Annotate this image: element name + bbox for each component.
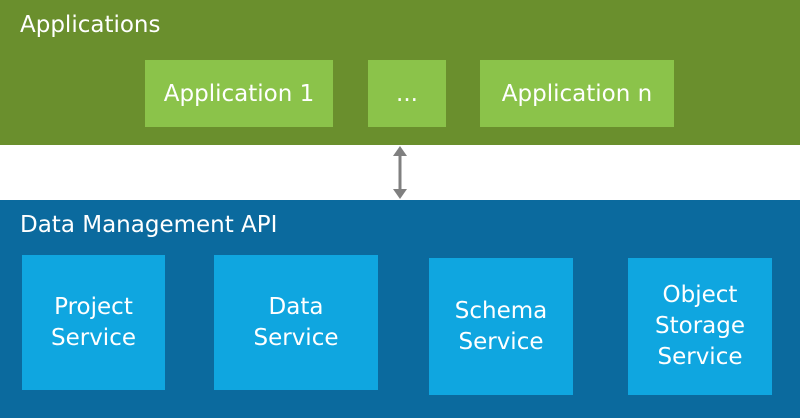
object-storage-service-box: Object Storage Service <box>628 258 772 395</box>
application-ellipsis-box: ... <box>368 60 446 127</box>
applications-layer: Applications Application 1 ... Applicati… <box>0 0 800 145</box>
object-storage-service-label: Object Storage Service <box>655 282 745 370</box>
schema-service-label: Schema Service <box>454 297 548 355</box>
application-1-box: Application 1 <box>145 60 333 127</box>
project-service-box: Project Service <box>22 255 165 390</box>
applications-layer-title: Applications <box>20 12 161 38</box>
project-service-label: Project Service <box>50 293 136 351</box>
data-service-box: Data Service <box>214 255 378 390</box>
data-management-api-layer: Data Management API Project Service Data… <box>0 200 800 418</box>
data-service-label: Data Service <box>253 293 339 351</box>
api-layer-title: Data Management API <box>20 212 278 238</box>
bidirectional-arrow-icon <box>393 146 407 199</box>
application-n-box: Application n <box>480 60 674 127</box>
schema-service-box: Schema Service <box>429 258 573 395</box>
